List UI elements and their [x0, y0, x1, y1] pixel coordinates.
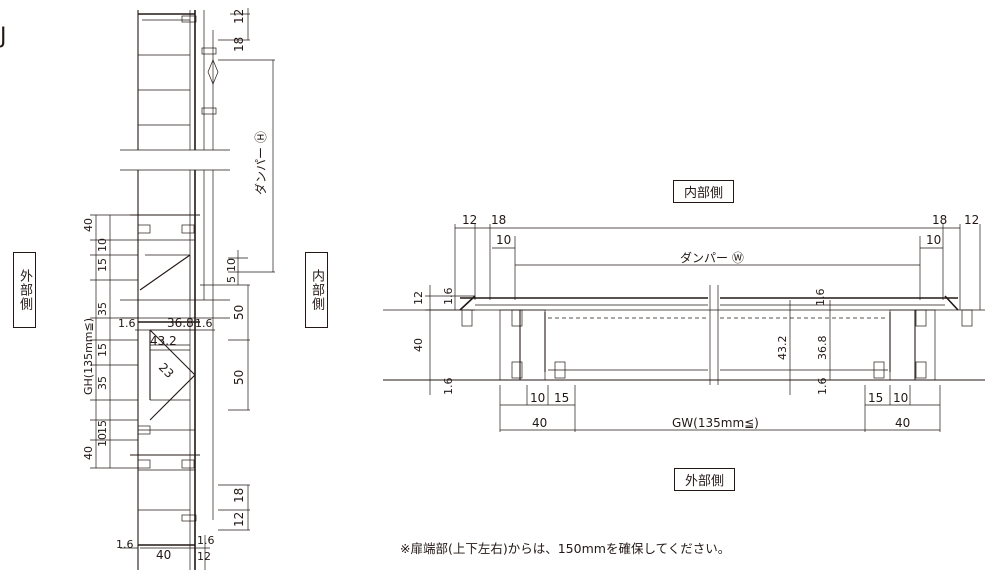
dim-23: 23: [156, 360, 177, 381]
plan-dim-h-1-6: 1.6: [442, 288, 455, 306]
plan-dim-c-1-6b: 1.6: [816, 378, 829, 396]
dim-top-18: 18: [232, 37, 246, 52]
plan-dim-b-15: 15: [554, 391, 569, 405]
gh-label: GH(135mm≦): [82, 318, 95, 395]
damper-w-label: ダンパー Ⓦ: [680, 250, 744, 265]
clearance-note: ※扉端部(上下左右)からは、150mmを確保してください。: [400, 541, 731, 556]
dim-l-10a: 10: [96, 238, 109, 252]
plan-dim-c-36-8: 36.8: [816, 336, 829, 361]
plan-dim-l-18: 18: [491, 213, 506, 227]
plan-dim-b-40: 40: [532, 416, 547, 430]
dim-bot-1-6l: 1.6: [116, 538, 134, 551]
dim-50a: 50: [232, 305, 246, 320]
dim-l-40b: 40: [82, 446, 95, 460]
dim-l-15b: 15: [96, 343, 109, 357]
dim-36-8: 36.8: [167, 316, 194, 330]
gw-label: GW(135mm≦): [672, 416, 759, 430]
plan-dim-r-18: 18: [932, 213, 947, 227]
damper-h-label: ダンパー Ⓗ: [253, 131, 268, 195]
corner-glyph: J: [0, 24, 7, 49]
outside-side-label-left: 外部側: [13, 252, 36, 328]
dim-10: 10: [225, 258, 238, 272]
dim-top-12: 12: [232, 9, 246, 24]
dim-1-6a: 1.6: [118, 317, 136, 330]
vertical-section: [90, 8, 275, 570]
dim-43-2: 43.2: [150, 334, 177, 348]
plan-dim-h-1-6b: 1.6: [442, 378, 455, 396]
plan-dim-l-10: 10: [496, 233, 511, 247]
dim-bot-12b: 12: [197, 550, 211, 563]
dim-l-10b: 10: [96, 433, 109, 447]
plan-dim-b-10: 10: [530, 391, 545, 405]
dim-bot-1-6: 1.6: [197, 534, 215, 547]
dim-bot-12: 12: [232, 512, 246, 527]
dim-l-40a: 40: [82, 218, 95, 232]
plan-dim-b-15r: 15: [868, 391, 883, 405]
plan-dim-h-12: 12: [412, 291, 425, 305]
inside-side-label-mid: 内部側: [305, 252, 328, 328]
plan-dim-l-12: 12: [462, 213, 477, 227]
dim-l-35a: 35: [96, 302, 109, 316]
outside-side-label-bottom: 外部側: [674, 468, 736, 491]
plan-section: [383, 224, 985, 432]
dim-l-35b: 35: [96, 376, 109, 390]
plan-dimension-texts: 12 18 10 18 12 10 ダンパー Ⓦ 12 1.6 40 1.6 1…: [412, 213, 979, 430]
dim-l-15a: 15: [96, 258, 109, 272]
plan-dim-b-40r: 40: [895, 416, 910, 430]
plan-dim-b-10r: 10: [893, 391, 908, 405]
dim-1-6b: 1.6: [195, 317, 213, 330]
plan-dim-r-12: 12: [964, 213, 979, 227]
inside-side-label-top: 内部側: [673, 180, 735, 203]
dim-bot-40: 40: [156, 548, 171, 562]
plan-dim-c-1-6: 1.6: [814, 289, 827, 307]
dim-bot-18: 18: [232, 488, 246, 503]
plan-dim-r-10: 10: [926, 233, 941, 247]
plan-dim-c-43-2: 43.2: [776, 336, 789, 361]
plan-dim-h-40: 40: [412, 338, 425, 352]
dim-5: 5: [225, 276, 238, 283]
dim-50b: 50: [232, 370, 246, 385]
dim-l-15c: 15: [96, 420, 109, 434]
